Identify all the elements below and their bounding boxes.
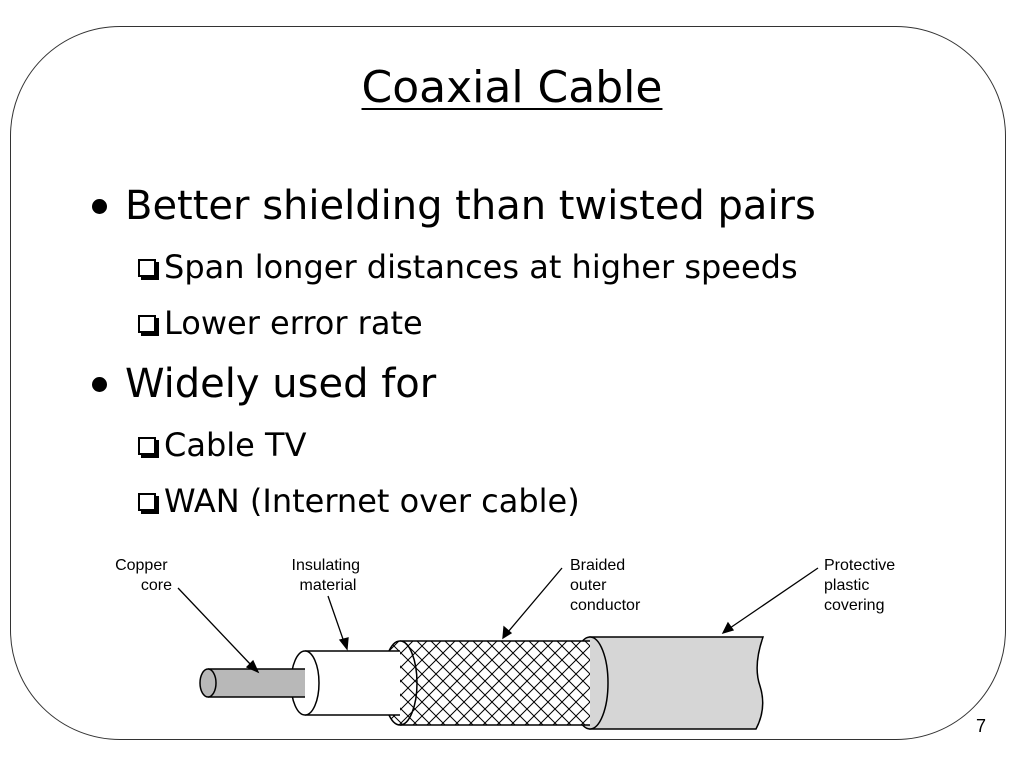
label-line: Insulating: [292, 557, 361, 574]
bullet-text: Better shielding than twisted pairs: [125, 183, 816, 229]
leader-arrows: [177, 567, 819, 674]
braid-body: [400, 641, 590, 725]
copper-core: [199, 668, 305, 698]
checkbox-bullet-icon: [138, 315, 156, 333]
label-protective-plastic-covering: Protective plastic covering: [824, 557, 900, 614]
copper-core-leader: [177, 587, 253, 667]
sub-bullet-text: Span longer distances at higher speeds: [164, 248, 798, 286]
label-line: outer: [570, 577, 607, 594]
sub-bullet-text: WAN (Internet over cable): [164, 482, 580, 520]
copper-core-arrowhead: [245, 659, 260, 674]
bullet-text: Widely used for: [125, 361, 437, 407]
slide-title: Coaxial Cable: [361, 62, 663, 113]
label-line: Copper: [115, 557, 168, 574]
sub-bullet-item: Span longer distances at higher speeds: [138, 246, 966, 288]
label-line: covering: [824, 597, 884, 614]
page-number: 7: [976, 716, 987, 736]
coaxial-cable-diagram: Copper core Insulating material Braided …: [115, 557, 900, 730]
insulator-body: [305, 651, 400, 715]
label-line: material: [300, 577, 357, 594]
bullet-list: Better shielding than twisted pairs Span…: [86, 180, 966, 522]
braided-conductor-arrowhead: [502, 625, 513, 640]
checkbox-bullet-icon: [138, 437, 156, 455]
braided-conductor-leader: [507, 567, 563, 633]
insulating-material-arrowhead: [338, 637, 349, 651]
checkbox-bullet-icon: [138, 259, 156, 277]
bullet-item: Better shielding than twisted pairs: [86, 180, 966, 232]
core-body: [208, 669, 305, 697]
label-line: plastic: [824, 577, 869, 594]
slide-frame: [10, 26, 1006, 740]
label-line: Braided: [570, 557, 625, 574]
sub-bullet-item: Lower error rate: [138, 302, 966, 344]
insulating-material-leader: [327, 595, 345, 643]
core-end: [199, 668, 217, 698]
checkbox-bullet-icon: [138, 493, 156, 511]
protective-covering: [571, 636, 765, 730]
sub-bullet-item: WAN (Internet over cable): [138, 480, 966, 522]
bullet-dot-icon: [92, 198, 107, 214]
label-line: conductor: [570, 597, 641, 614]
sub-bullet-text: Cable TV: [164, 426, 307, 464]
bullet-item: Widely used for: [86, 358, 966, 410]
braided-conductor: [382, 640, 590, 726]
sub-bullet-text: Lower error rate: [164, 304, 423, 342]
label-line: Protective: [824, 557, 895, 574]
label-braided-outer-conductor: Braided outer conductor: [570, 557, 641, 614]
sub-bullet-item: Cable TV: [138, 424, 966, 466]
label-copper-core: Copper core: [115, 557, 172, 594]
protective-covering-leader: [729, 567, 819, 629]
label-insulating-material: Insulating material: [292, 557, 365, 594]
insulating-layer: [290, 650, 400, 716]
label-line: core: [141, 577, 172, 594]
protective-covering-arrowhead: [721, 621, 735, 635]
covering-body: [589, 636, 765, 730]
bullet-dot-icon: [92, 376, 107, 392]
